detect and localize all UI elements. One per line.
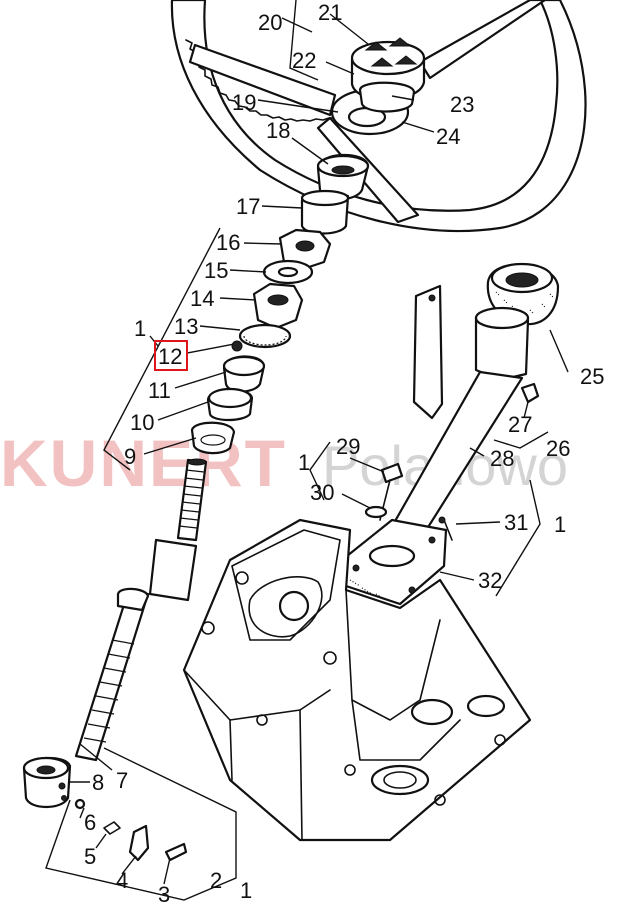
label-3: 3 xyxy=(158,882,170,907)
label-1-right: 1 xyxy=(554,512,566,537)
label-6: 6 xyxy=(84,810,96,835)
label-2: 2 xyxy=(210,868,222,893)
label-24: 24 xyxy=(436,124,460,149)
worm-shaft xyxy=(22,458,208,862)
label-20: 20 xyxy=(258,10,282,35)
part-numbers: 20 21 22 23 19 24 18 17 16 15 14 13 1 12… xyxy=(84,0,604,907)
label-21: 21 xyxy=(318,0,342,25)
label-27: 27 xyxy=(508,412,532,437)
label-12: 12 xyxy=(158,344,182,369)
highlight-box xyxy=(154,340,188,371)
label-29: 29 xyxy=(336,434,360,459)
label-26: 26 xyxy=(546,436,570,461)
label-4: 4 xyxy=(116,868,128,893)
label-13: 13 xyxy=(174,314,198,339)
label-10: 10 xyxy=(130,410,154,435)
label-1-lower: 1 xyxy=(240,878,252,903)
label-16: 16 xyxy=(216,230,240,255)
upper-bearing-stack xyxy=(190,153,370,455)
label-18: 18 xyxy=(266,118,290,143)
label-5: 5 xyxy=(84,844,96,869)
label-30: 30 xyxy=(310,480,334,505)
steering-wheel xyxy=(170,0,587,233)
label-23: 23 xyxy=(450,92,474,117)
watermark-brand: KUNERT xyxy=(0,426,287,500)
leader-lines xyxy=(45,0,569,901)
label-32: 32 xyxy=(478,568,502,593)
label-14: 14 xyxy=(190,286,214,311)
label-17: 17 xyxy=(236,194,260,219)
label-1-upper: 1 xyxy=(134,316,146,341)
label-15: 15 xyxy=(204,258,228,283)
label-25: 25 xyxy=(580,364,604,389)
label-28: 28 xyxy=(490,446,514,471)
label-7: 7 xyxy=(116,768,128,793)
label-22: 22 xyxy=(292,48,316,73)
label-9: 9 xyxy=(124,444,136,469)
label-11: 11 xyxy=(148,378,171,403)
label-1-mid: 1 xyxy=(298,450,310,475)
label-8: 8 xyxy=(92,770,104,795)
gearbox-housing xyxy=(182,518,532,842)
label-19: 19 xyxy=(232,90,256,115)
label-31: 31 xyxy=(504,510,528,535)
steering-column xyxy=(340,262,560,606)
